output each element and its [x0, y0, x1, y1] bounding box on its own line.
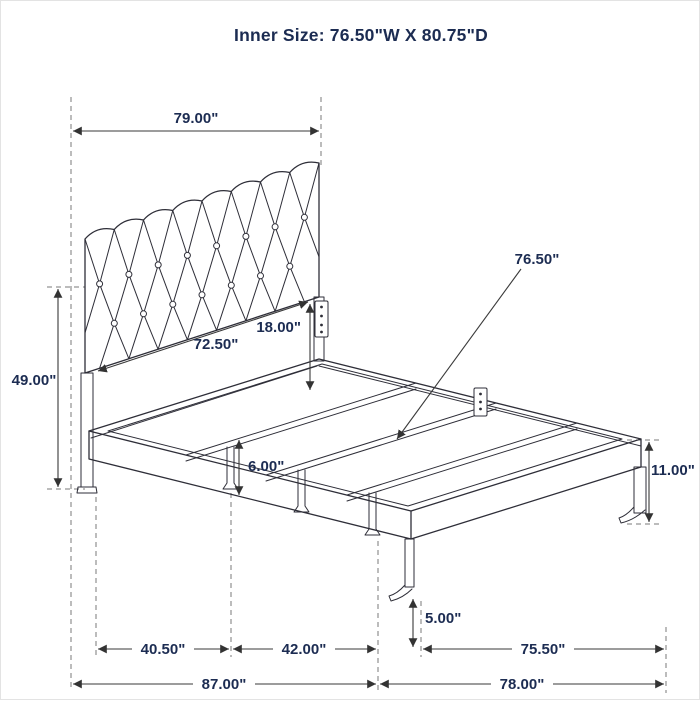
- center-leg-2: [293, 469, 310, 513]
- foot-leg-height-label: 5.00": [425, 610, 461, 627]
- foot-left-leg-foot: [388, 584, 413, 602]
- tufting-crease-bottom: [99, 265, 305, 369]
- center-leg-1: [222, 446, 239, 490]
- center-support-legs: [222, 446, 381, 536]
- bed-illustration: [76, 161, 647, 602]
- dimension-headboard-height: 49.00": [12, 289, 63, 487]
- leg-spacing-mid-label: 42.00": [282, 641, 327, 658]
- headboard-height-label: 49.00": [12, 372, 57, 389]
- foot-rail-face: [410, 438, 642, 540]
- bed-frame: [88, 358, 647, 602]
- dimension-headboard-width: 79.00": [73, 110, 319, 136]
- headboard-inner-width-label: 72.50": [194, 336, 239, 353]
- slats: [185, 382, 578, 502]
- dimension-center-leg-height: 6.00": [234, 440, 284, 495]
- head-rail-inner-edge: [90, 365, 318, 439]
- dimension-headboard-inner-width: 72.50": [97, 300, 309, 373]
- extension-lines: [47, 97, 667, 693]
- base-length-label: 78.00": [500, 676, 545, 693]
- inner-width-label: 76.50": [515, 251, 560, 268]
- foot-left-leg: [404, 538, 415, 588]
- dimension-side-rail-leg-height: 11.00": [644, 442, 695, 522]
- dimension-leg-spacing-head: 40.50": [98, 641, 229, 658]
- foot-right-leg-foot: [618, 506, 646, 524]
- dimension-headboard-drop: 18.00": [256, 304, 315, 390]
- foot-right-leg: [633, 466, 647, 514]
- side-rail-leg-height-label: 11.00": [651, 462, 695, 479]
- dimension-leg-spacing-side: 75.50": [423, 641, 664, 658]
- dimension-overall-length: 87.00": [73, 676, 376, 693]
- dimension-leg-spacing-mid: 42.00": [233, 641, 376, 658]
- headboard-left-foot: [76, 486, 98, 494]
- leg-spacing-head-label: 40.50": [141, 641, 186, 658]
- center-leg-3: [364, 492, 381, 536]
- center-leg-height-label: 6.00": [248, 458, 284, 475]
- frame-inner-ledge: [107, 363, 623, 507]
- dimension-inner-width: 76.50": [396, 251, 560, 440]
- dimension-foot-leg-height: 5.00": [408, 599, 461, 647]
- left-side-rail-face: [88, 430, 412, 540]
- tufting-crease-middle: [84, 216, 320, 334]
- diagram-title: Inner Size: 76.50"W X 80.75"D: [234, 25, 488, 45]
- headboard-width-label: 79.00": [174, 110, 219, 127]
- post-mounting-bracket: [314, 300, 329, 338]
- tufting-crease-top: [84, 162, 320, 285]
- headboard-drop-label: 18.00": [256, 319, 301, 336]
- overall-length-label: 87.00": [202, 676, 247, 693]
- leg-spacing-side-label: 75.50": [521, 641, 566, 658]
- dimension-base-length: 78.00": [380, 676, 664, 693]
